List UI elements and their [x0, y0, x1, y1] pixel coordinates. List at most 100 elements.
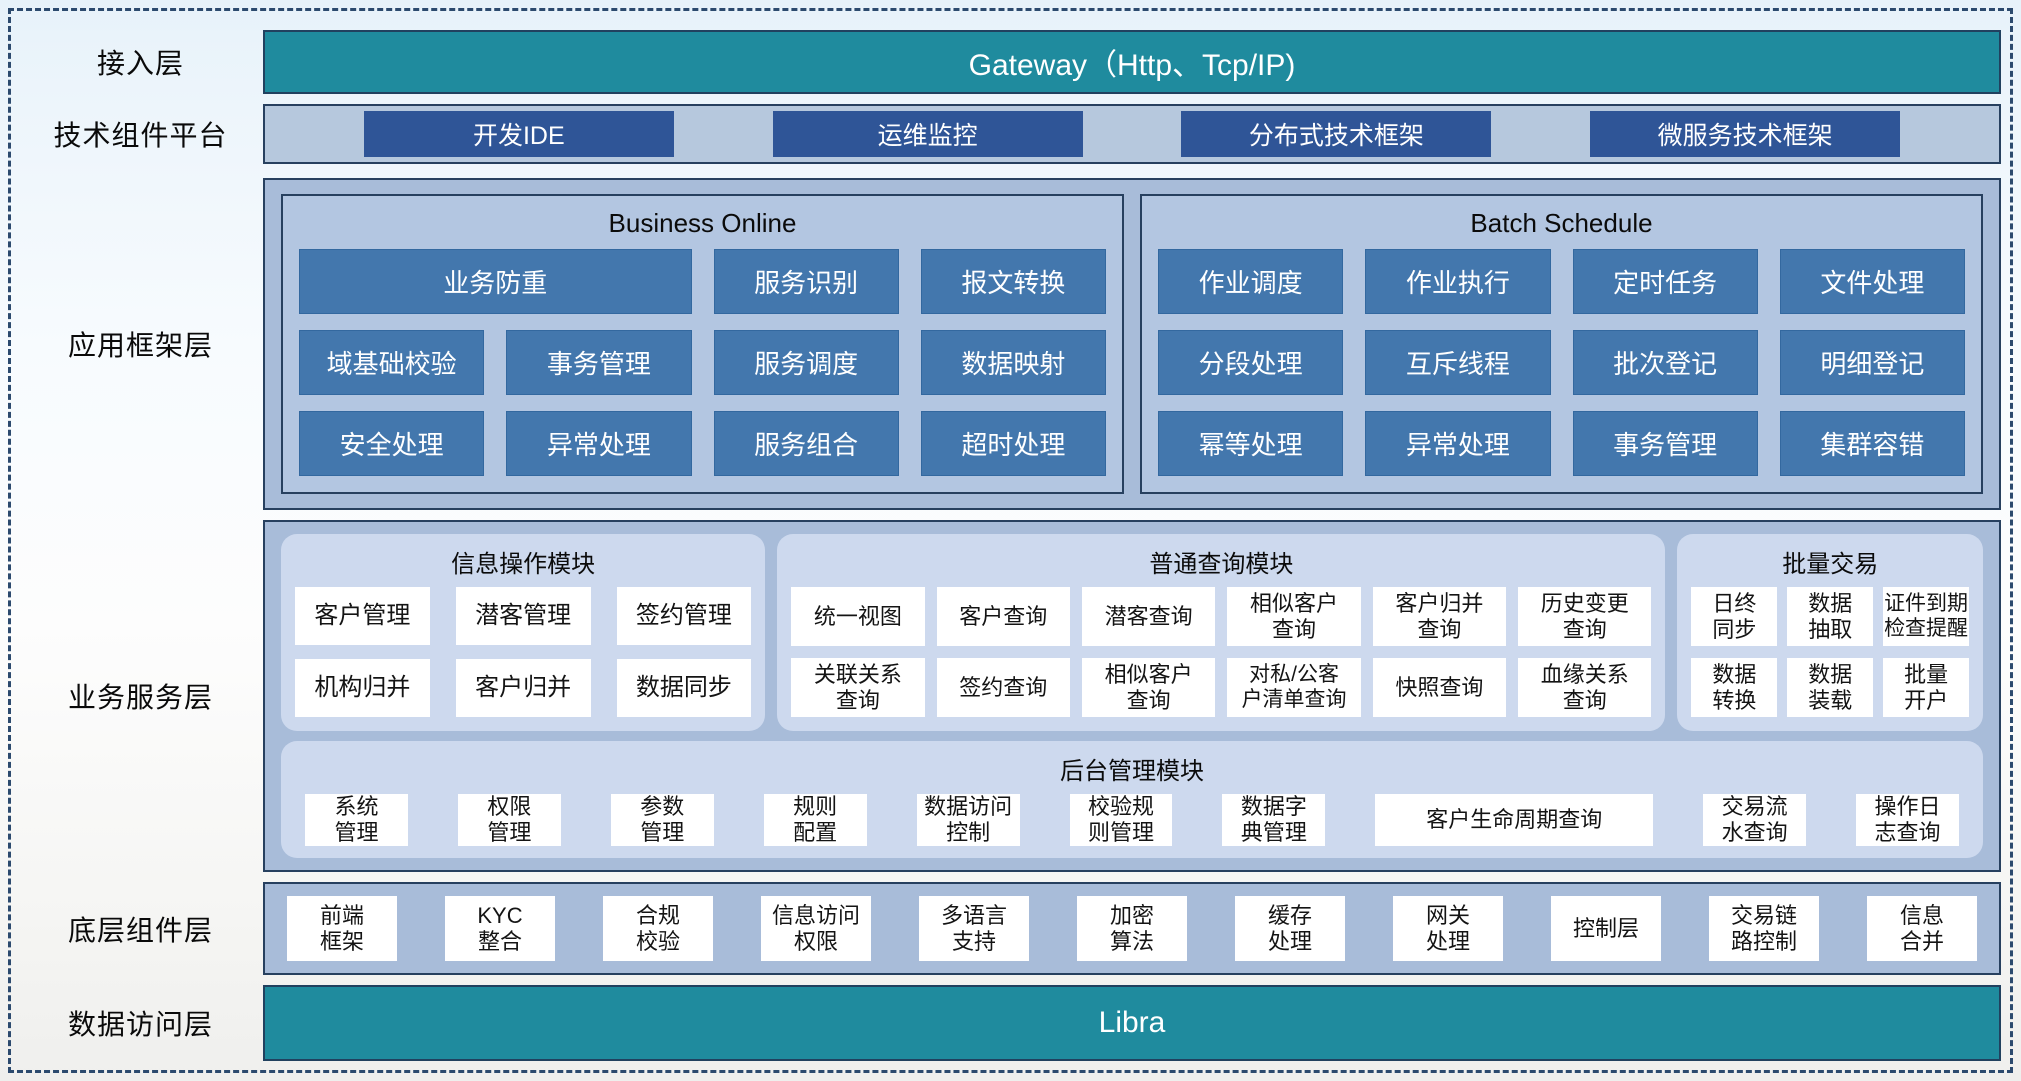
admin-block: 校验规 则管理: [1069, 794, 1173, 846]
business-service-panel: 信息操作模块 客户管理 潜客管理 签约管理 机构归并 客户归并 数据同步 普通查…: [263, 520, 2001, 872]
query-panel: 普通查询模块 统一视图 客户查询 潜客查询 相似客户 查询 客户归并 查询 历史…: [777, 534, 1666, 732]
layer-label-appframe: 应用框架层: [67, 330, 213, 361]
layer-label-tech: 技术组件平台: [53, 120, 228, 151]
bs-block: 定时任务: [1572, 249, 1758, 314]
business-online-panel: Business Online 业务防重 服务识别 报文转换 域基础校验 事务管…: [281, 194, 1124, 494]
batch-schedule-panel: Batch Schedule 作业调度 作业执行 定时任务 文件处理 分段处理 …: [1140, 194, 1983, 494]
bo-block: 超时处理: [920, 411, 1106, 476]
info-ops-block: 客户管理: [295, 587, 430, 646]
tech-block: 微服务技术框架: [1590, 111, 1901, 157]
admin-block: 交易流 水查询: [1703, 794, 1807, 846]
batch-trade-block: 数据 装载: [1787, 658, 1874, 718]
query-block: 对私/公客 户清单查询: [1227, 658, 1361, 718]
base-component-block: 信息访问 权限: [761, 896, 871, 961]
base-component-block: 前端 框架: [287, 896, 397, 961]
bs-block: 分段处理: [1158, 330, 1344, 395]
bo-block: 事务管理: [506, 330, 692, 395]
query-block: 客户查询: [936, 587, 1070, 647]
admin-grid: 系统 管理 权限 管理 参数 管理 规则 配置 数据访问 控制 校验规 则管理 …: [295, 794, 1969, 846]
admin-block: 系统 管理: [305, 794, 408, 846]
base-component-block: 交易链 路控制: [1709, 896, 1819, 961]
bs-block: 作业调度: [1158, 249, 1344, 314]
batch-trade-panel: 批量交易 日终 同步 数据 抽取 证件到期 检查提醒 数据 转换 数据 装载 批…: [1677, 534, 1983, 732]
batch-trade-block: 日终 同步: [1691, 587, 1778, 647]
admin-block: 客户生命周期查询: [1375, 794, 1654, 846]
bo-block: 服务识别: [713, 249, 899, 314]
bo-block: 域基础校验: [299, 330, 485, 395]
query-block: 相似客户 查询: [1227, 587, 1361, 647]
tech-platform-bar: 开发IDE 运维监控 分布式技术框架 微服务技术框架: [263, 104, 2001, 164]
business-service-top: 信息操作模块 客户管理 潜客管理 签约管理 机构归并 客户归并 数据同步 普通查…: [281, 534, 1983, 732]
base-component-block: 信息 合并: [1867, 896, 1977, 961]
base-components-panel: 前端 框架 KYC 整合 合规 校验 信息访问 权限 多语言 支持 加密 算法 …: [263, 882, 2001, 975]
bs-block: 文件处理: [1779, 249, 1965, 314]
admin-block: 规则 配置: [763, 794, 867, 846]
bo-block: 安全处理: [299, 411, 485, 476]
bs-block: 异常处理: [1365, 411, 1551, 476]
batch-trade-block: 数据 抽取: [1787, 587, 1874, 647]
base-components-row: 底层组件层 前端 框架 KYC 整合 合规 校验 信息访问 权限 多语言 支持 …: [18, 882, 2001, 975]
query-block: 历史变更 查询: [1518, 587, 1652, 647]
bo-block: 数据映射: [920, 330, 1106, 395]
bs-block: 集群容错: [1779, 411, 1965, 476]
business-online-grid: 业务防重 服务识别 报文转换 域基础校验 事务管理 服务调度 数据映射 安全处理…: [299, 249, 1106, 476]
bo-block: 异常处理: [506, 411, 692, 476]
base-component-block: 合规 校验: [603, 896, 713, 961]
admin-title: 后台管理模块: [1060, 758, 1204, 786]
batch-trade-grid: 日终 同步 数据 抽取 证件到期 检查提醒 数据 转换 数据 装载 批量 开户: [1691, 587, 1969, 718]
info-ops-title: 信息操作模块: [451, 551, 596, 578]
tech-block: 开发IDE: [363, 111, 674, 157]
admin-block: 参数 管理: [610, 794, 714, 846]
bs-block: 互斥线程: [1365, 330, 1551, 395]
base-component-block: 控制层: [1551, 896, 1661, 961]
info-ops-block: 数据同步: [616, 659, 752, 718]
tech-platform-row: 技术组件平台 开发IDE 运维监控 分布式技术框架 微服务技术框架: [18, 104, 2001, 164]
info-ops-block: 签约管理: [616, 587, 752, 646]
layer-label-bizservice: 业务服务层: [67, 682, 213, 713]
query-block: 快照查询: [1372, 658, 1507, 718]
bs-block: 事务管理: [1572, 411, 1758, 476]
info-ops-block: 机构归并: [295, 659, 430, 718]
diagram-root: 接入层 Gateway（Http、Tcp/IP) 技术组件平台 开发IDE 运维…: [18, 18, 2001, 1063]
base-component-block: 网关 处理: [1393, 896, 1503, 961]
batch-trade-title: 批量交易: [1782, 551, 1879, 578]
base-component-block: 加密 算法: [1077, 896, 1187, 961]
query-block: 关联关系 查询: [791, 658, 925, 718]
base-component-block: KYC 整合: [445, 896, 555, 961]
info-ops-grid: 客户管理 潜客管理 签约管理 机构归并 客户归并 数据同步: [295, 587, 752, 718]
query-block: 客户归并 查询: [1372, 587, 1507, 647]
query-block: 相似客户 查询: [1081, 658, 1216, 718]
bs-block: 批次登记: [1572, 330, 1758, 395]
query-title: 普通查询模块: [1149, 551, 1294, 578]
bo-block: 业务防重: [299, 249, 692, 314]
batch-schedule-grid: 作业调度 作业执行 定时任务 文件处理 分段处理 互斥线程 批次登记 明细登记 …: [1158, 249, 1965, 476]
bs-block: 幂等处理: [1158, 411, 1344, 476]
info-ops-panel: 信息操作模块 客户管理 潜客管理 签约管理 机构归并 客户归并 数据同步: [281, 534, 766, 732]
batch-trade-block: 证件到期 检查提醒: [1883, 587, 1969, 647]
app-framework-panel: Business Online 业务防重 服务识别 报文转换 域基础校验 事务管…: [263, 178, 2001, 510]
admin-block: 数据字 典管理: [1222, 794, 1326, 846]
query-block: 签约查询: [936, 658, 1070, 718]
base-component-block: 缓存 处理: [1235, 896, 1345, 961]
batch-trade-block: 数据 转换: [1691, 658, 1778, 718]
layer-label-basecomp: 底层组件层: [67, 914, 213, 946]
bs-block: 明细登记: [1779, 330, 1965, 395]
query-grid: 统一视图 客户查询 潜客查询 相似客户 查询 客户归并 查询 历史变更 查询 关…: [791, 587, 1652, 718]
query-block: 潜客查询: [1081, 587, 1216, 647]
bo-block: 服务调度: [713, 330, 899, 395]
admin-block: 权限 管理: [457, 794, 561, 846]
layer-label-dataaccess: 数据访问层: [67, 1009, 213, 1040]
info-ops-block: 客户归并: [455, 659, 591, 718]
batch-trade-block: 批量 开户: [1883, 658, 1969, 718]
data-access-row: 数据访问层 Libra: [18, 985, 2001, 1061]
bs-block: 作业执行: [1365, 249, 1551, 314]
bo-block: 报文转换: [920, 249, 1106, 314]
admin-block: 操作日 志查询: [1856, 794, 1959, 846]
query-block: 血缘关系 查询: [1518, 658, 1652, 718]
admin-panel: 后台管理模块 系统 管理 权限 管理 参数 管理 规则 配置 数据访问 控制 校…: [281, 741, 1983, 858]
query-block: 统一视图: [791, 587, 925, 647]
layer-label-access: 接入层: [96, 48, 184, 79]
base-component-block: 多语言 支持: [919, 896, 1029, 961]
business-online-title: Business Online: [608, 208, 797, 238]
app-framework-row: 应用框架层 Business Online 业务防重 服务识别 报文转换 域基础…: [18, 178, 2001, 510]
